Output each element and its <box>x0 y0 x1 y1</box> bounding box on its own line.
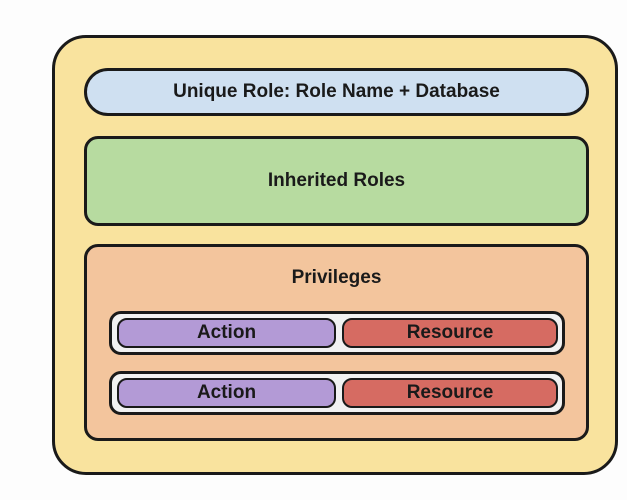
inherited-roles-label: Inherited Roles <box>267 170 406 191</box>
privileges-title: Privileges <box>291 267 382 288</box>
resource-box: Resource <box>342 378 558 408</box>
action-box: Action <box>117 378 336 408</box>
unique-role-box: Unique Role: Role Name + Database <box>84 68 589 116</box>
resource-label: Resource <box>406 322 494 343</box>
privilege-row: Action Resource <box>109 311 565 355</box>
privileges-box: Privileges Action Resource Action Resour… <box>84 244 589 441</box>
inherited-roles-box: Inherited Roles <box>84 136 589 226</box>
unique-role-label: Unique Role: Role Name + Database <box>173 81 500 102</box>
resource-label: Resource <box>406 382 494 403</box>
action-label: Action <box>196 382 257 403</box>
action-box: Action <box>117 318 336 348</box>
resource-box: Resource <box>342 318 558 348</box>
privilege-row: Action Resource <box>109 371 565 415</box>
action-label: Action <box>196 322 257 343</box>
role-container: Unique Role: Role Name + Database Inheri… <box>52 35 618 475</box>
